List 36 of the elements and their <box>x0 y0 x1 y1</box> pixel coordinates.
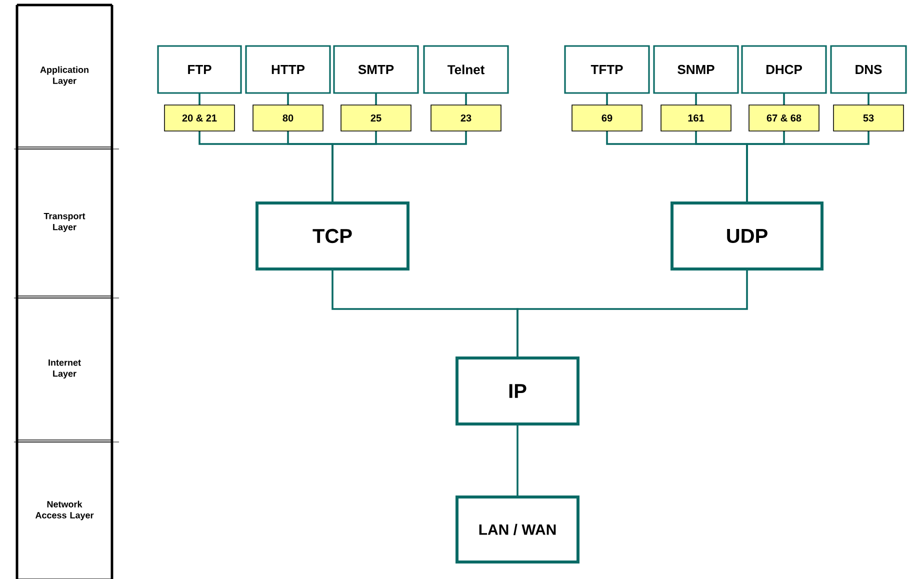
protocol-box: UDP <box>670 202 824 270</box>
connector-line <box>868 93 870 105</box>
protocol-box: TFTP <box>564 45 650 94</box>
protocol-box: HTTP <box>245 45 331 94</box>
port-box: 53 <box>833 104 904 132</box>
port-box: 25 <box>340 104 412 132</box>
layer-band: Internet Layer <box>16 298 112 440</box>
protocol-box: Telnet <box>423 45 509 94</box>
port-box: 80 <box>252 104 324 132</box>
protocol-box: TCP <box>256 202 410 270</box>
port-box: 67 & 68 <box>748 104 820 132</box>
protocol-box: SMTP <box>333 45 419 94</box>
protocol-box: DNS <box>830 45 907 94</box>
network-box: LAN / WAN <box>456 496 580 564</box>
port-box: 161 <box>660 104 732 132</box>
connector-line <box>695 93 697 105</box>
connector-line <box>198 93 200 105</box>
connector-line <box>606 93 608 105</box>
layer-band: Transport Layer <box>16 148 112 296</box>
protocol-box: IP <box>456 356 580 426</box>
layer-band: Application Layer <box>16 4 112 148</box>
protocol-box: DHCP <box>741 45 827 94</box>
connector-line <box>465 93 467 105</box>
connector-line <box>746 131 870 203</box>
port-box: 23 <box>430 104 502 132</box>
connector-line <box>516 269 748 358</box>
connector-line <box>375 93 377 105</box>
connector-line <box>332 131 467 203</box>
connector-line <box>287 93 289 105</box>
protocol-box: FTP <box>157 45 242 94</box>
port-box: 69 <box>572 104 642 132</box>
layer-band: Network Access Layer <box>16 442 112 579</box>
protocol-box: SNMP <box>653 45 739 94</box>
port-box: 20 & 21 <box>164 104 235 132</box>
connector-line <box>516 424 518 497</box>
connector-line <box>783 93 785 105</box>
